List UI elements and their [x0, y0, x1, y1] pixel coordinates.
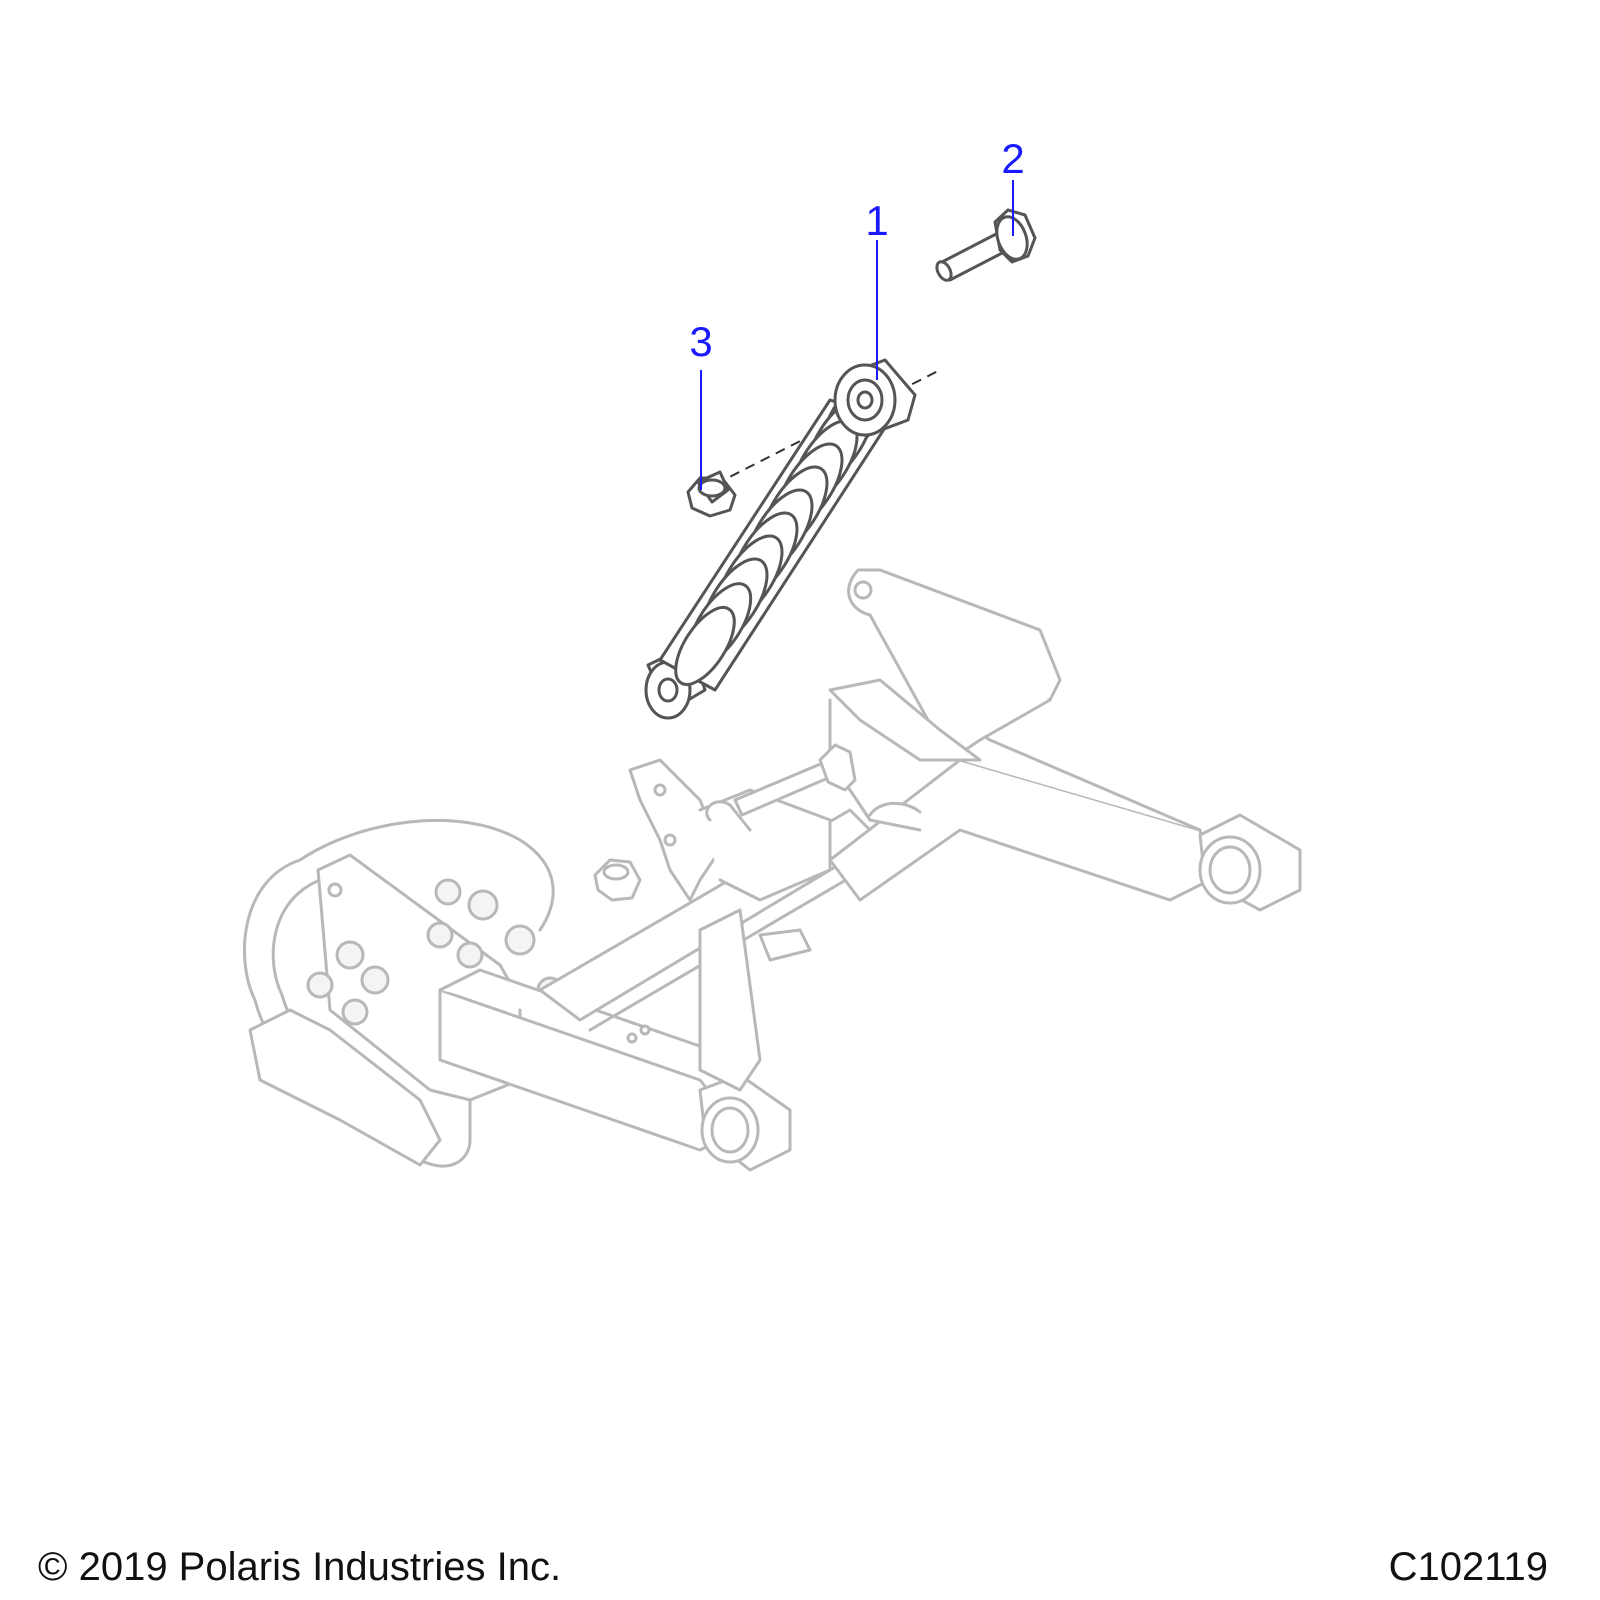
- lower-shock-mount: [628, 758, 832, 902]
- shock-bolt: [935, 208, 1037, 282]
- shock-nut: [686, 470, 737, 518]
- upper-shock-mount: [828, 568, 1062, 832]
- left-pivot-bushing: [698, 1073, 792, 1172]
- right-pivot-bushing: [1198, 813, 1302, 912]
- copyright-notice: © 2019 Polaris Industries Inc.: [38, 1545, 562, 1589]
- lower-mount-bolt: [733, 743, 857, 817]
- swing-arm-frame: [243, 568, 1302, 1172]
- callout-2: 2: [1001, 135, 1024, 182]
- callout-1: 1: [865, 197, 888, 244]
- plate-holes: [306, 878, 564, 1026]
- coil-spring: [674, 372, 889, 686]
- shock-absorber: [644, 358, 917, 720]
- figure-id: C102119: [1388, 1545, 1548, 1589]
- callout-3: 3: [689, 318, 712, 365]
- lower-mount-nut: [593, 858, 642, 902]
